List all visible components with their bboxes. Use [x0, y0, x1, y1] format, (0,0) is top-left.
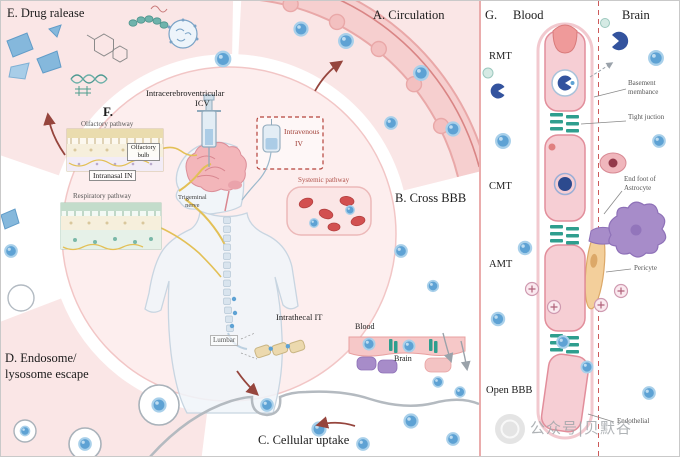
basement-line1: Basement: [628, 79, 656, 87]
intravenous-box: [241, 116, 324, 201]
endfoot-line1: End foot of: [624, 175, 656, 183]
respiratory-epithelium: [60, 202, 162, 251]
section-label-c: C. Cellular uptake: [258, 433, 350, 447]
g-brain-heading: Brain: [622, 8, 650, 22]
pericyte-label: Pericyte: [634, 264, 657, 272]
intrathecal-label: Intrathecal IT: [276, 312, 323, 322]
trigeminal-nerve-label: Trigeminal nerve: [178, 194, 207, 210]
worm-icon: [128, 15, 169, 29]
rmt-vesicle: [551, 24, 579, 97]
astrocyte-endfoot-label: End foot of Astrocyte: [624, 175, 656, 193]
endfoot-line2: Astrocyte: [624, 183, 652, 192]
section-label-g: G.: [485, 8, 498, 22]
lumbar-label: Lumbar: [210, 335, 239, 346]
mini-bbb-illustration: [348, 332, 471, 398]
section-label-a: A. Circulation: [373, 8, 445, 22]
astrocyte: [588, 201, 667, 258]
endothelial-label: Endothelial: [617, 417, 650, 425]
icv-abbr-label: ICV: [195, 98, 210, 108]
rmt-label: RMT: [489, 51, 512, 62]
squiggle-icon: [150, 5, 168, 13]
ligand-icon: [482, 67, 494, 79]
micelle-icon: [167, 18, 199, 49]
mini-bbb-brain-label: Brain: [394, 354, 412, 363]
amt-charged-particles: [524, 281, 629, 315]
basement-membrane-label: Basement membance: [628, 79, 658, 97]
nerve-pathways: [158, 146, 226, 278]
trigeminal-line2: nerve: [185, 202, 200, 210]
lumbar-zoom: [240, 332, 306, 360]
flow-arrows: [43, 60, 356, 429]
section-label-d-line2: lysosome escape: [5, 366, 89, 381]
receptor-icon: [557, 75, 572, 91]
section-label-d: D. Endosome/ lysosome escape: [5, 351, 89, 382]
cell-membrane: [149, 390, 480, 456]
tight-junction-icon: [550, 113, 579, 133]
pericyte-cell: [584, 228, 606, 310]
tight-junction-icon: [550, 225, 579, 245]
section-label-f: F.: [103, 104, 113, 119]
g-panel: [479, 1, 667, 456]
olfactory-pathway-label: Olfactory pathway: [81, 120, 134, 128]
dna-icon: [70, 74, 108, 84]
trigeminal-line1: Trigeminal: [178, 194, 207, 201]
syringe-icon: [197, 94, 221, 167]
intravenous-label: Intravenous: [284, 127, 320, 136]
endosome: [7, 284, 180, 456]
intranasal-label: Intranasal IN: [89, 170, 137, 182]
section-label-b: B. Cross BBB: [395, 191, 467, 205]
receptor-icon: [612, 31, 629, 51]
molecule-icon: [86, 33, 128, 63]
icv-label: Intracerebroventricular: [146, 88, 225, 98]
ladder-icon: [75, 86, 91, 96]
olfactory-bulb-line2: bulb: [137, 152, 150, 160]
label-pointer-lines: [580, 88, 632, 423]
section-label-e: E. Drug ralease: [7, 6, 85, 20]
tight-junction-label: Tight juction: [628, 113, 665, 121]
spine: [223, 216, 248, 350]
basement-line2: membance: [628, 87, 659, 96]
olfactory-bulb-line1: Olfactory: [131, 144, 156, 151]
amt-label: AMT: [489, 259, 513, 270]
cmt-carrier: [548, 143, 627, 196]
mini-bbb-blood-label: Blood: [355, 322, 375, 331]
cmt-label: CMT: [489, 181, 512, 192]
g-blood-heading: Blood: [513, 8, 544, 22]
section-label-d-line1: D. Endosome/: [5, 351, 77, 365]
open-bbb-label: Open BBB: [486, 385, 533, 396]
drug-release-icons: [1, 5, 199, 230]
brain-illustration: [185, 141, 247, 212]
olfactory-bulb-label: Olfactory bulb: [127, 143, 160, 162]
systemic-vessel: [286, 186, 372, 236]
intravenous-abbr-label: IV: [295, 139, 303, 148]
watermark-logo: [495, 414, 525, 444]
respiratory-pathway-label: Respiratory pathway: [73, 192, 132, 200]
receptor-icon: [490, 83, 505, 99]
systemic-pathway-label: Systemic pathway: [298, 176, 350, 184]
ligand-icon: [600, 18, 610, 28]
watermark-text: 公众号|贝默谷: [530, 419, 633, 437]
